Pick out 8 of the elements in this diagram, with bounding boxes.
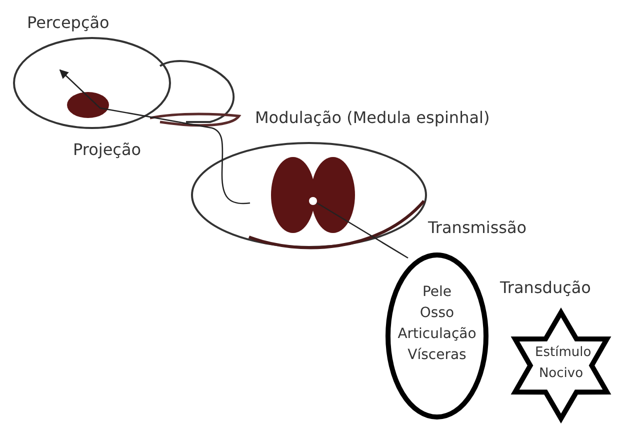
stage-label: Transmissão xyxy=(428,218,527,238)
arrow xyxy=(59,69,250,204)
stage-label: Transdução xyxy=(500,278,591,298)
connector-line xyxy=(316,202,408,259)
node-label: Pele Osso Articulação Vísceras xyxy=(396,283,478,365)
stage-label: Percepção xyxy=(27,13,110,33)
stage-label: Modulação (Medula espinhal) xyxy=(255,108,490,128)
stage-label: Projeção xyxy=(73,140,142,160)
